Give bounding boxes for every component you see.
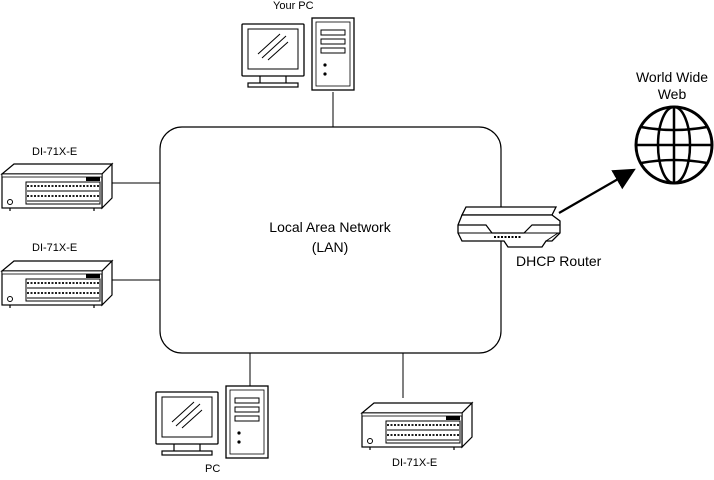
internet-label-line1: World Wide bbox=[635, 69, 709, 85]
data-logger-icon[interactable] bbox=[361, 402, 473, 451]
computer-icon[interactable] bbox=[155, 385, 269, 459]
router-label: DHCP Router bbox=[516, 253, 602, 269]
internet-label-line2: Web bbox=[657, 86, 687, 102]
daq-mid-label: DI-71X-E bbox=[32, 242, 78, 254]
daq-top-label: DI-71X-E bbox=[32, 146, 78, 158]
lan-title-line1: Local Area Network bbox=[269, 219, 391, 235]
internet-link-arrow bbox=[558, 168, 636, 214]
data-logger-icon[interactable] bbox=[1, 163, 113, 212]
daq-bottom-label: DI-71X-E bbox=[392, 457, 438, 469]
pc-label: PC bbox=[205, 463, 221, 475]
router-icon[interactable] bbox=[457, 206, 561, 248]
computer-icon[interactable] bbox=[241, 17, 355, 91]
internet-label: World Wide Web bbox=[612, 69, 714, 103]
lan-title-line2: (LAN) bbox=[311, 239, 349, 255]
globe-icon[interactable] bbox=[634, 105, 714, 185]
lan-title: Local Area Network (LAN) bbox=[230, 217, 430, 257]
data-logger-icon[interactable] bbox=[1, 260, 113, 309]
your-pc-label: Your PC bbox=[273, 0, 314, 12]
